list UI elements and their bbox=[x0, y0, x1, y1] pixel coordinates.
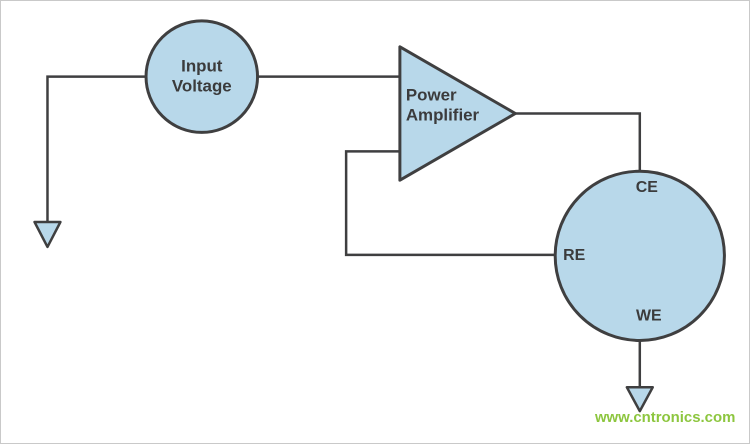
wire-source-to-left-ground bbox=[46, 75, 147, 222]
power-amplifier-symbol bbox=[398, 45, 517, 182]
reference-electrode-label: RE bbox=[563, 247, 585, 264]
ground-symbol-bottom bbox=[625, 386, 654, 413]
power-amplifier-label-line1: Power bbox=[406, 86, 457, 105]
input-voltage-label-line2: Voltage bbox=[172, 77, 232, 96]
ground-symbol-left bbox=[33, 220, 62, 249]
electrochemical-cell bbox=[553, 169, 726, 342]
wire-cell-re-feedback-to-amplifier bbox=[344, 150, 556, 257]
working-electrode-label: WE bbox=[636, 308, 662, 325]
counter-electrode-label: CE bbox=[636, 179, 658, 196]
wires bbox=[46, 75, 642, 388]
watermark-text: www.cntronics.com bbox=[594, 409, 735, 426]
power-amplifier-label-line2: Amplifier bbox=[406, 105, 480, 124]
wire-amplifier-output-to-cell bbox=[515, 112, 642, 172]
input-voltage-label-line1: Input bbox=[181, 57, 223, 76]
input-voltage-source bbox=[144, 19, 260, 134]
